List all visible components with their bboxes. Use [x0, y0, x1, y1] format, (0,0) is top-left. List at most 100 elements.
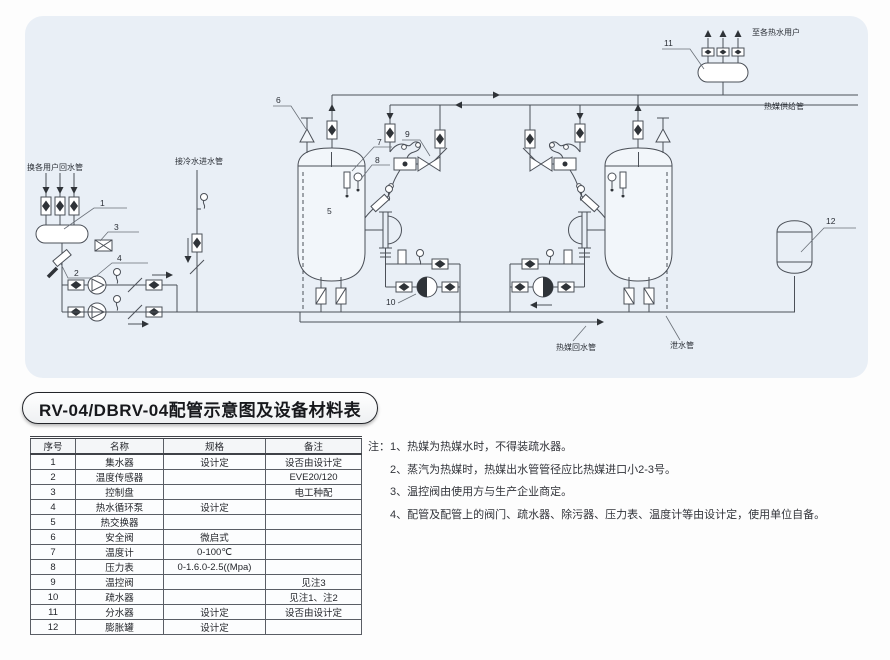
temperature-sensor	[52, 248, 72, 268]
cell-no: 8	[30, 559, 76, 575]
cell-name: 分水器	[75, 604, 164, 620]
cell-name: 控制盘	[75, 484, 164, 500]
cell-remark	[265, 499, 362, 515]
note-text: 2、蒸汽为热媒时，热媒出水管管径应比热媒进口小2-3号。	[390, 463, 677, 476]
note-text: 1、热媒为热媒水时，不得装疏水器。	[390, 441, 573, 453]
cell-no: 2	[30, 469, 76, 485]
cell-name: 集水器	[75, 453, 164, 470]
cell-remark: 见注1、注2	[265, 589, 362, 605]
cell-name: 温度传感器	[75, 469, 164, 485]
cell-remark	[265, 544, 362, 560]
tag-6: 6	[276, 95, 281, 105]
cell-no: 6	[30, 529, 76, 545]
cell-spec: 0-1.6.0-2.5((Mpa)	[163, 559, 266, 575]
label-to-hot-water-users: 至各热水用户	[752, 27, 800, 37]
note-text: 3、温控阀由使用方与生产企业商定。	[390, 486, 573, 498]
cell-remark: 设否由设计定	[265, 453, 362, 470]
cell-spec: 设计定	[163, 453, 266, 470]
cell-name: 疏水器	[75, 589, 164, 605]
label-cold-water-inlet: 接冷水进水管	[175, 156, 223, 166]
label-users-return: 换各用户回水管	[27, 162, 83, 172]
cell-remark: EVE20/120	[265, 469, 362, 485]
cell-no: 10	[30, 589, 76, 605]
page-title: RV-04/DBRV-04配管示意图及设备材料表	[22, 392, 379, 424]
tag-leaders	[60, 48, 856, 342]
heat-exchanger-unit	[297, 95, 461, 312]
table-header-no: 序号	[30, 437, 76, 455]
cell-name: 安全阀	[75, 529, 164, 545]
notes-prefix: 注：	[368, 441, 390, 453]
cell-spec	[163, 514, 266, 530]
strainer	[397, 249, 407, 265]
note-line-4: 4、配管及配管上的阀门、疏水器、除污器、压力表、温度计等由设计定，使用单位自备。	[368, 504, 884, 527]
cell-name: 膨胀罐	[75, 619, 164, 635]
note-line-3: 3、温控阀由使用方与生产企业商定。	[368, 481, 884, 504]
label-supply-pipe: 热媒供给管	[764, 101, 804, 111]
note-line-1: 注：1、热媒为热媒水时，不得装疏水器。	[368, 436, 884, 459]
tag-12: 12	[826, 216, 836, 226]
cell-spec: 设计定	[163, 499, 266, 515]
cell-no: 3	[30, 484, 76, 500]
cell-remark: 设否由设计定	[265, 604, 362, 620]
piping-schematic: 换各用户回水管 接冷水进水管 至各热水用户 热媒供给管 热媒回水管 泄水管 1 …	[27, 27, 858, 352]
table-header-name: 名称	[75, 437, 164, 455]
cell-name: 温控阀	[75, 574, 164, 590]
table-header-spec: 规格	[163, 437, 266, 455]
page-title-text: RV-04/DBRV-04配管示意图及设备材料表	[39, 400, 362, 420]
cell-no: 12	[30, 619, 76, 635]
cell-name: 压力表	[75, 559, 164, 575]
sensor-pocket	[370, 193, 390, 213]
water-collector	[35, 224, 89, 244]
cell-remark	[265, 559, 362, 575]
notes-block: 注：1、热媒为热媒水时，不得装疏水器。 2、蒸汽为热媒时，热媒出水管管径应比热媒…	[368, 436, 884, 526]
collector-group	[35, 173, 178, 328]
cell-spec	[163, 574, 266, 590]
cell-no: 11	[30, 604, 76, 620]
note-line-2: 2、蒸汽为热媒时，热媒出水管管径应比热媒进口小2-3号。	[368, 459, 884, 482]
tag-1: 1	[100, 198, 105, 208]
tag-3: 3	[114, 222, 119, 232]
tag-7: 7	[377, 137, 382, 147]
heat-exchanger-unit-2	[510, 95, 672, 312]
cell-spec: 微启式	[163, 529, 266, 545]
cell-remark	[265, 514, 362, 530]
water-distributor	[697, 62, 749, 83]
cell-remark: 电工种配	[265, 484, 362, 500]
cell-no: 9	[30, 574, 76, 590]
cell-no: 4	[30, 499, 76, 515]
cold-water-inlet-group	[184, 170, 208, 312]
label-return-pipe: 热媒回水管	[556, 342, 596, 352]
water-distributor-group	[697, 30, 749, 95]
cell-no: 7	[30, 544, 76, 560]
cell-spec: 设计定	[163, 604, 266, 620]
tag-9: 9	[405, 129, 410, 139]
cell-name: 温度计	[75, 544, 164, 560]
table-header-remark: 备注	[265, 437, 362, 455]
tag-5: 5	[327, 206, 332, 216]
cell-spec: 设计定	[163, 619, 266, 635]
cell-remark	[265, 529, 362, 545]
tag-4: 4	[117, 253, 122, 263]
cell-no: 1	[30, 453, 76, 470]
cell-name: 热水循环泵	[75, 499, 164, 515]
table-header-row: 序号 名称 规格 备注	[30, 437, 362, 455]
cell-spec	[163, 589, 266, 605]
cell-remark: 见注3	[265, 574, 362, 590]
cell-no: 5	[30, 514, 76, 530]
tag-11: 11	[664, 38, 673, 48]
tag-8: 8	[375, 155, 380, 165]
note-text: 4、配管及配管上的阀门、疏水器、除污器、压力表、温度计等由设计定，使用单位自备。	[390, 508, 826, 521]
